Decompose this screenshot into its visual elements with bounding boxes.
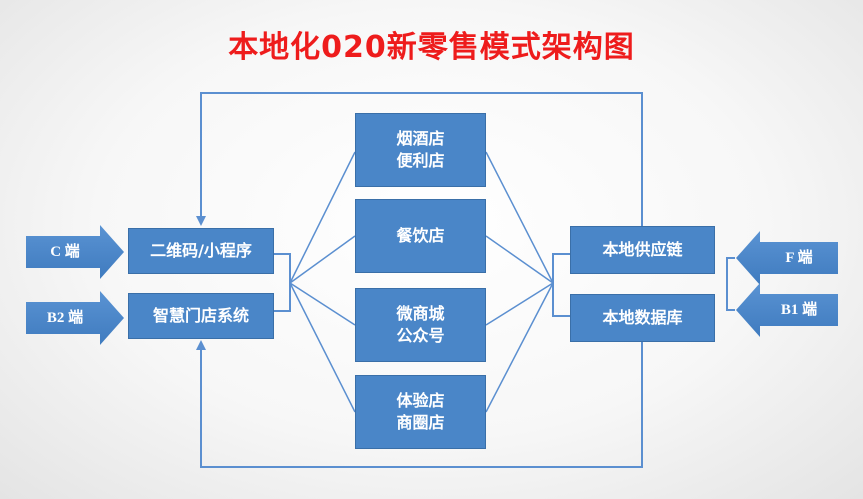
local-supply-chain-label: 本地供应链 bbox=[602, 240, 683, 259]
top-loop-connector bbox=[196, 92, 643, 226]
left-bracket bbox=[274, 253, 291, 312]
center-node-line2: 公众号 bbox=[396, 326, 445, 345]
local-database-label: 本地数据库 bbox=[602, 308, 683, 327]
center-node-microstore-account: 微商城 公众号 bbox=[355, 288, 486, 362]
right-fan-lines bbox=[485, 151, 554, 413]
center-node-line1: 微商城 bbox=[396, 304, 445, 323]
center-node-restaurant: 餐饮店 bbox=[355, 199, 486, 273]
c-end-arrow-icon bbox=[26, 225, 124, 279]
center-node-experience-district: 体验店 商圈店 bbox=[355, 375, 486, 449]
center-node-line1: 烟酒店 bbox=[396, 129, 445, 148]
center-node-tobacco-convenience: 烟酒店 便利店 bbox=[355, 113, 486, 187]
diagram-title: 本地化020新零售模式架构图 bbox=[228, 30, 635, 65]
center-node-line1: 餐饮店 bbox=[396, 226, 445, 245]
local-database-box: 本地数据库 bbox=[570, 294, 715, 342]
f-end-arrow-icon bbox=[736, 231, 838, 285]
right-bracket bbox=[552, 253, 570, 317]
qrcode-miniprogram-box: 二维码/小程序 bbox=[128, 228, 274, 274]
right-input-bracket bbox=[726, 257, 735, 311]
bottom-loop-connector bbox=[196, 334, 647, 468]
b1-end-arrow-icon bbox=[736, 283, 838, 337]
local-supply-chain-box: 本地供应链 bbox=[570, 226, 715, 274]
center-node-line2: 商圈店 bbox=[396, 413, 445, 432]
left-fan-lines bbox=[289, 151, 356, 413]
c-end-label: C 端 bbox=[50, 244, 80, 260]
b2-end-label: B2 端 bbox=[46, 310, 84, 326]
smart-store-system-box: 智慧门店系统 bbox=[128, 293, 274, 339]
b2-end-arrow-icon bbox=[26, 291, 124, 345]
qrcode-miniprogram-label: 二维码/小程序 bbox=[150, 241, 252, 260]
smart-store-system-label: 智慧门店系统 bbox=[152, 306, 249, 325]
center-node-line2: 便利店 bbox=[396, 151, 445, 170]
center-node-line1: 体验店 bbox=[396, 391, 445, 410]
b1-end-label: B1 端 bbox=[780, 302, 818, 318]
f-end-label: F 端 bbox=[785, 250, 813, 266]
